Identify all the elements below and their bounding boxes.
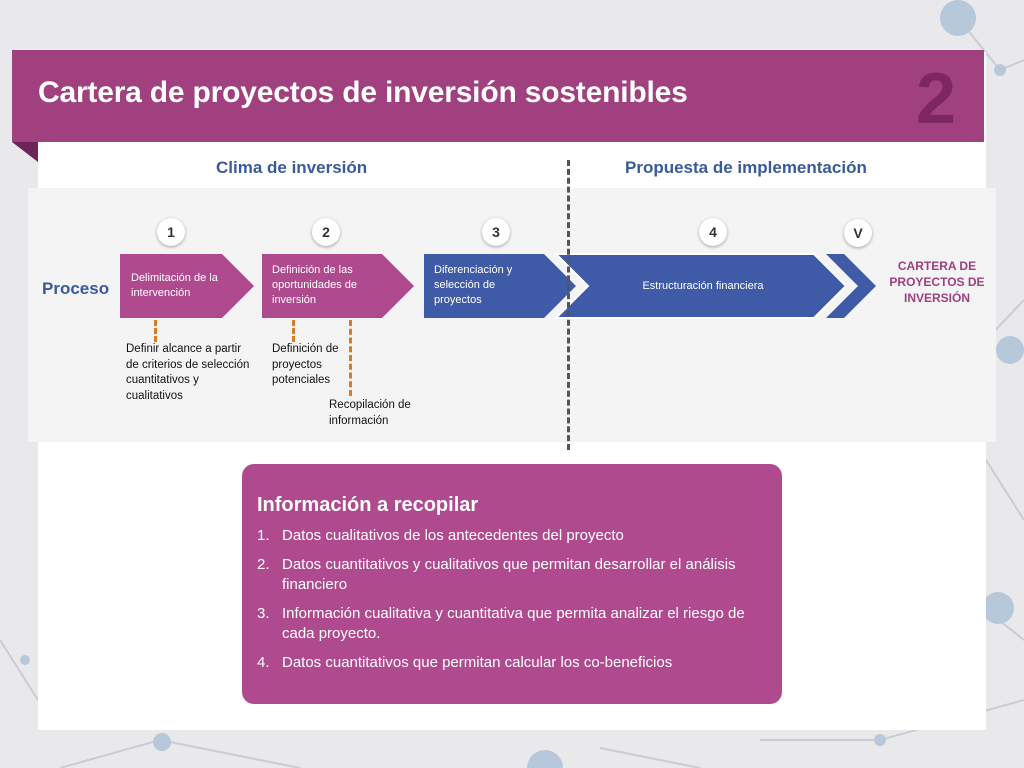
list-item: 1.Datos cualitativos de los antecedentes… <box>257 527 624 544</box>
step-circle-3: 3 <box>482 218 510 246</box>
phase-divider <box>567 160 570 450</box>
chevron-step-1 <box>120 254 254 318</box>
slide-number: 2 <box>915 59 956 139</box>
chevron-step-2 <box>262 254 414 318</box>
connector-note-3 <box>349 320 352 396</box>
note-alcance: Definir alcance a partir de criterios de… <box>126 343 250 402</box>
phase-heading-clima: Clima de inversión <box>216 158 368 177</box>
title-bar-fold <box>12 142 38 162</box>
note-recopilacion: Recopilación de información <box>329 399 411 427</box>
slide-title: Cartera de proyectos de inversión sosten… <box>38 76 688 109</box>
process-label: Proceso <box>42 279 110 298</box>
step-circle-v: V <box>844 219 872 247</box>
connector-note-1 <box>154 320 157 342</box>
chevron-step-3 <box>424 254 576 318</box>
step-circle-1: 1 <box>157 218 185 246</box>
connector-note-2 <box>292 320 295 342</box>
chevron-label-3: Diferenciación y selección de proyectos <box>434 264 513 306</box>
step-circle-4: 4 <box>699 218 727 246</box>
phase-heading-implementacion: Propuesta de implementación <box>625 158 867 177</box>
list-item: 4.Datos cuantitativos que permitan calcu… <box>257 654 673 671</box>
step-circle-2: 2 <box>312 218 340 246</box>
final-output-label: CARTERA DE PROYECTOS DE INVERSIÓN <box>889 259 985 305</box>
list-item: 2.Datos cuantitativos y cualitativos que… <box>257 556 736 593</box>
note-proyectos-potenciales: Definición de proyectos potenciales <box>272 343 339 386</box>
info-box-title: Información a recopilar <box>257 494 479 516</box>
chevron-label-2: Definición de las oportunidades de inver… <box>272 264 358 306</box>
chevron-step-4 <box>553 253 848 319</box>
info-box: Información a recopilar 1.Datos cualitat… <box>242 464 782 704</box>
chevron-label-1: Delimitación de la intervención <box>131 272 218 299</box>
chevron-label-4: Estructuración financiera <box>642 280 764 292</box>
chevron-step-v-outer <box>826 254 876 318</box>
list-item: 3.Información cualitativa y cuantitativa… <box>257 605 745 642</box>
info-list: 1.Datos cualitativos de los antecedentes… <box>257 526 767 682</box>
title-bar <box>12 50 984 142</box>
